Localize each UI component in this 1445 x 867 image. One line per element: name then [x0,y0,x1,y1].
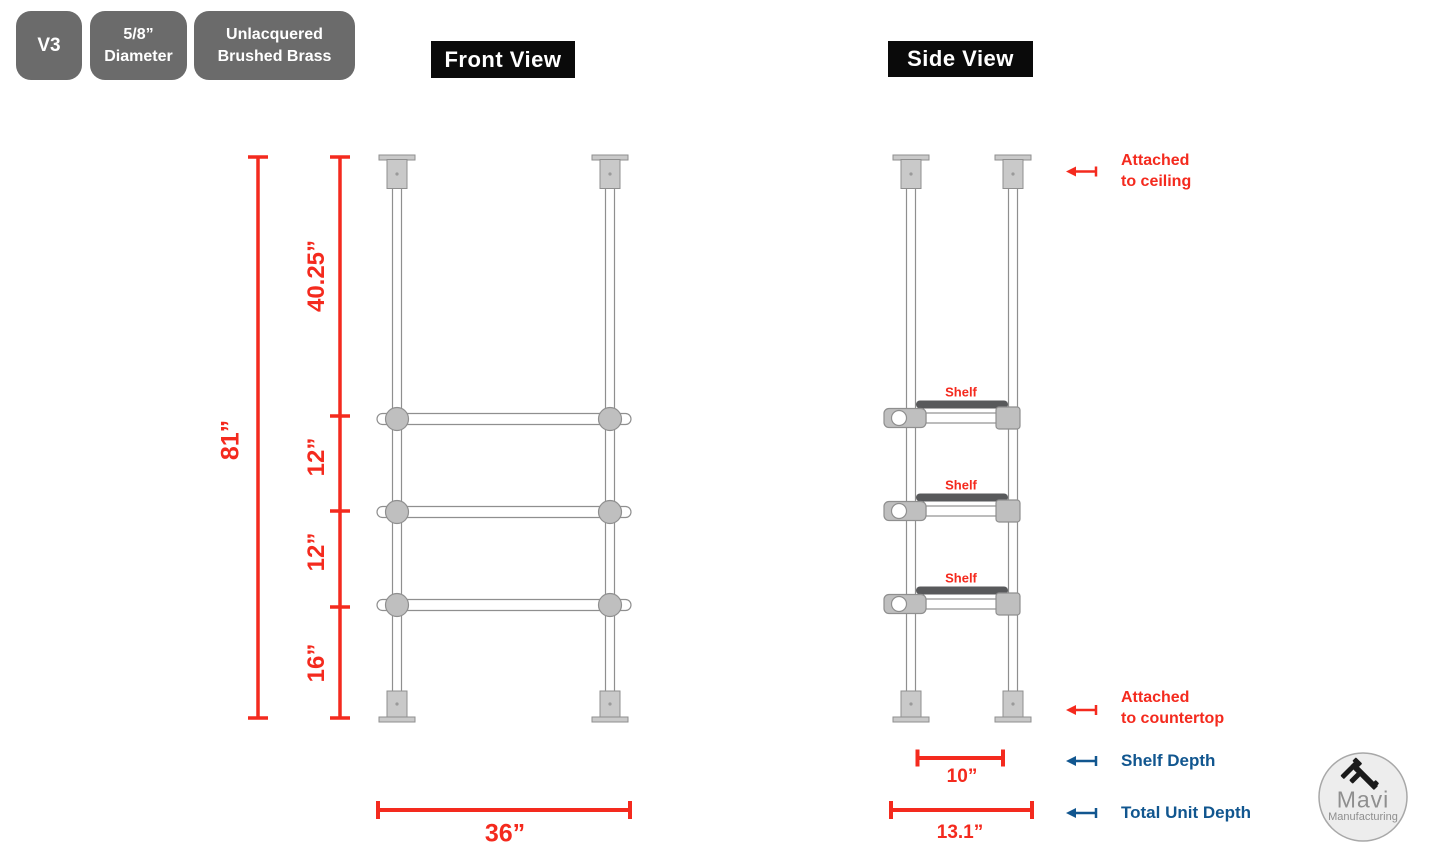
badge-diameter: 5/8” Diameter [90,11,187,80]
front-view-assembly [376,154,632,723]
annotation-attached-ceiling-line1: Attached [1121,152,1190,169]
side-ceiling-flange-left [892,154,930,189]
logo-subtitle: Manufacturing [1328,811,1398,823]
annotation-attached-ceiling-line2: to ceiling [1121,173,1192,190]
front-countertop-flange-right [591,690,629,723]
front-shelf-bar-1 [376,406,632,432]
side-total-depth-dimension [889,801,1034,819]
dim-segment-mid2: 12” [303,532,330,572]
dim-shelf-depth: 10” [946,766,978,787]
caliper-icon [1340,757,1379,790]
logo-mark [1318,752,1408,842]
total-depth-arrow [1066,808,1098,818]
badge-finish-line1: Unlacquered [226,25,323,43]
badge-finish: Unlacquered Brushed Brass [194,11,355,80]
front-height-dimension [248,155,268,720]
front-segments-dimension [330,155,350,720]
front-ceiling-flange-left [378,154,416,189]
dim-width: 36” [484,819,526,848]
dim-total-unit-depth: 13.1” [936,822,984,843]
dim-segment-mid1: 12” [303,437,330,477]
annotation-total-unit-depth: Total Unit Depth [1121,803,1251,822]
annotation-shelf-depth: Shelf Depth [1121,751,1216,770]
side-shelf-3 [883,586,1021,616]
front-ceiling-flange-right [591,154,629,189]
shelf-tag-3: Shelf [945,570,977,586]
ceiling-arrow [1066,166,1098,177]
side-ceiling-flange-right [994,154,1032,189]
front-left-pole [391,159,403,718]
side-countertop-flange-left [892,690,930,723]
logo-name: Mavi [1336,786,1390,813]
side-shelf-depth-dimension [915,749,1005,767]
dim-segment-top: 40.25” [303,239,330,313]
side-back-pole [1007,159,1019,718]
front-shelf-bar-2 [376,499,632,525]
side-view-label: Side View [888,41,1033,77]
dim-total-height: 81” [216,419,245,461]
annotation-attached-ceiling: Attached to ceiling [1121,150,1191,192]
side-front-pole [905,159,917,718]
shelf-tag-1: Shelf [945,384,977,400]
side-view-assembly [883,154,1032,723]
badge-diameter-line2: Diameter [104,47,173,65]
annotation-attached-countertop-line1: Attached [1121,689,1190,706]
front-width-dimension [376,801,632,819]
front-right-pole [604,159,616,718]
shelf-tag-2: Shelf [945,477,977,493]
front-view-label: Front View [431,41,575,78]
badge-diameter-line1: 5/8” [123,25,154,43]
side-shelf-1 [883,400,1021,430]
shelf-depth-arrow [1066,756,1098,766]
dim-segment-bottom: 16” [303,643,330,683]
badge-version-label: V3 [37,34,61,56]
side-shelf-2 [883,493,1021,523]
front-shelf-bar-3 [376,592,632,618]
annotation-attached-countertop: Attached to countertop [1121,687,1224,729]
front-countertop-flange-left [378,690,416,723]
side-countertop-flange-right [994,690,1032,723]
annotation-attached-countertop-line2: to countertop [1121,710,1225,727]
badge-version: V3 [16,11,82,80]
badge-finish-line2: Brushed Brass [217,47,332,65]
countertop-arrow [1066,705,1098,715]
